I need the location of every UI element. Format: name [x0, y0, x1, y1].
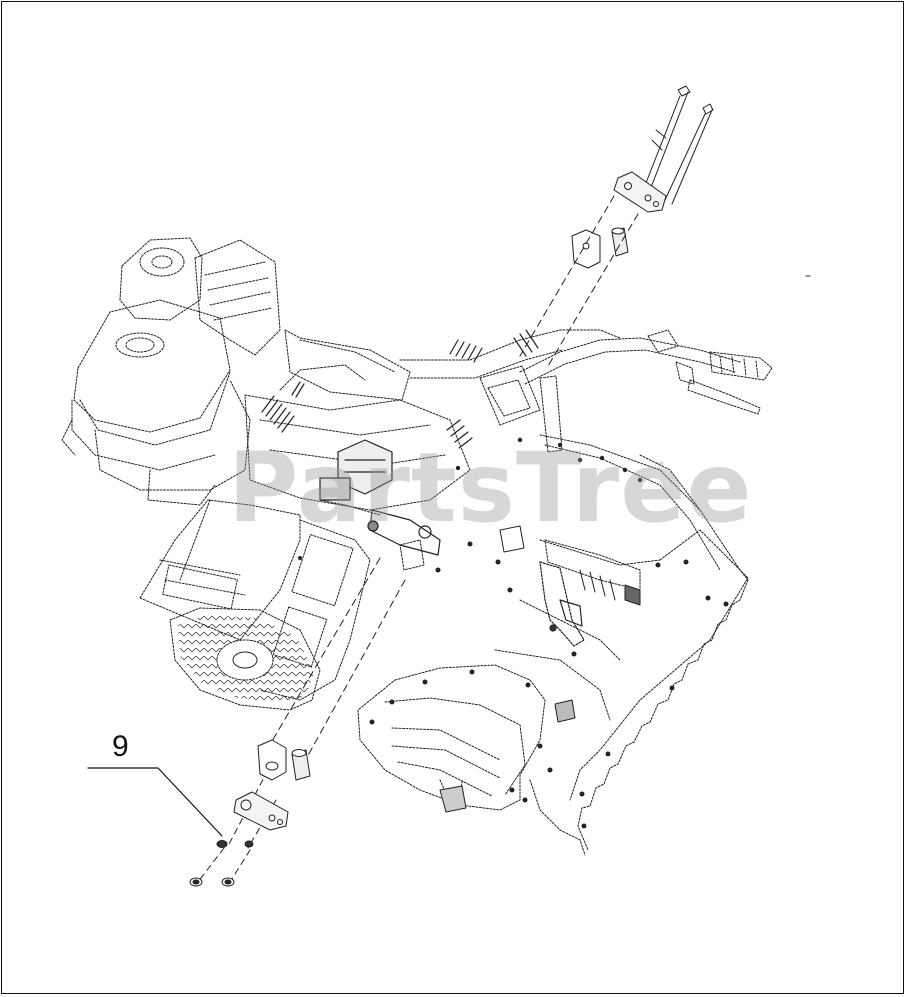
drive-wheel: [169, 607, 321, 711]
long-carriage-bolts: [643, 85, 714, 205]
handle-grip-right: [709, 351, 773, 381]
hex-nut-part-9: [216, 840, 254, 848]
depth-bar: [539, 561, 585, 647]
recoil-starter: [119, 237, 203, 321]
engine-cylinder: [194, 239, 281, 356]
callout-leader-9: [87, 767, 223, 837]
coupler-sleeves: [399, 525, 576, 813]
side-shield: [357, 664, 546, 811]
tiller-frame: [244, 329, 621, 511]
spacer-tube-upper: [611, 227, 629, 257]
tine-shaft: [544, 539, 641, 606]
fuel-tank: [73, 299, 231, 433]
callout-label-9: 9: [112, 730, 129, 763]
upper-hardware: [519, 85, 714, 367]
spacer-bracket-lower: [257, 739, 287, 781]
lower-hardware: [189, 557, 406, 887]
engine-crankcase: [94, 379, 251, 491]
shield-bolts: [298, 437, 729, 829]
engine-assembly: [61, 237, 281, 506]
mounting-plate-upper: [613, 171, 667, 213]
spacer-tube-lower: [291, 749, 311, 781]
shield-serrated-edge: [577, 579, 749, 851]
front-fender: [139, 499, 381, 701]
rear-support-bracket: [479, 365, 563, 453]
watermark-trademark: ™: [652, 460, 666, 476]
tine-shield: [494, 434, 749, 856]
tension-springs: [261, 329, 539, 449]
mounting-plate-lower: [233, 791, 289, 831]
spacer-bracket-upper: [571, 229, 601, 269]
flange-lock-nuts: [189, 877, 235, 887]
control-bracket: [319, 439, 441, 556]
handlebar-assembly: [519, 329, 773, 415]
